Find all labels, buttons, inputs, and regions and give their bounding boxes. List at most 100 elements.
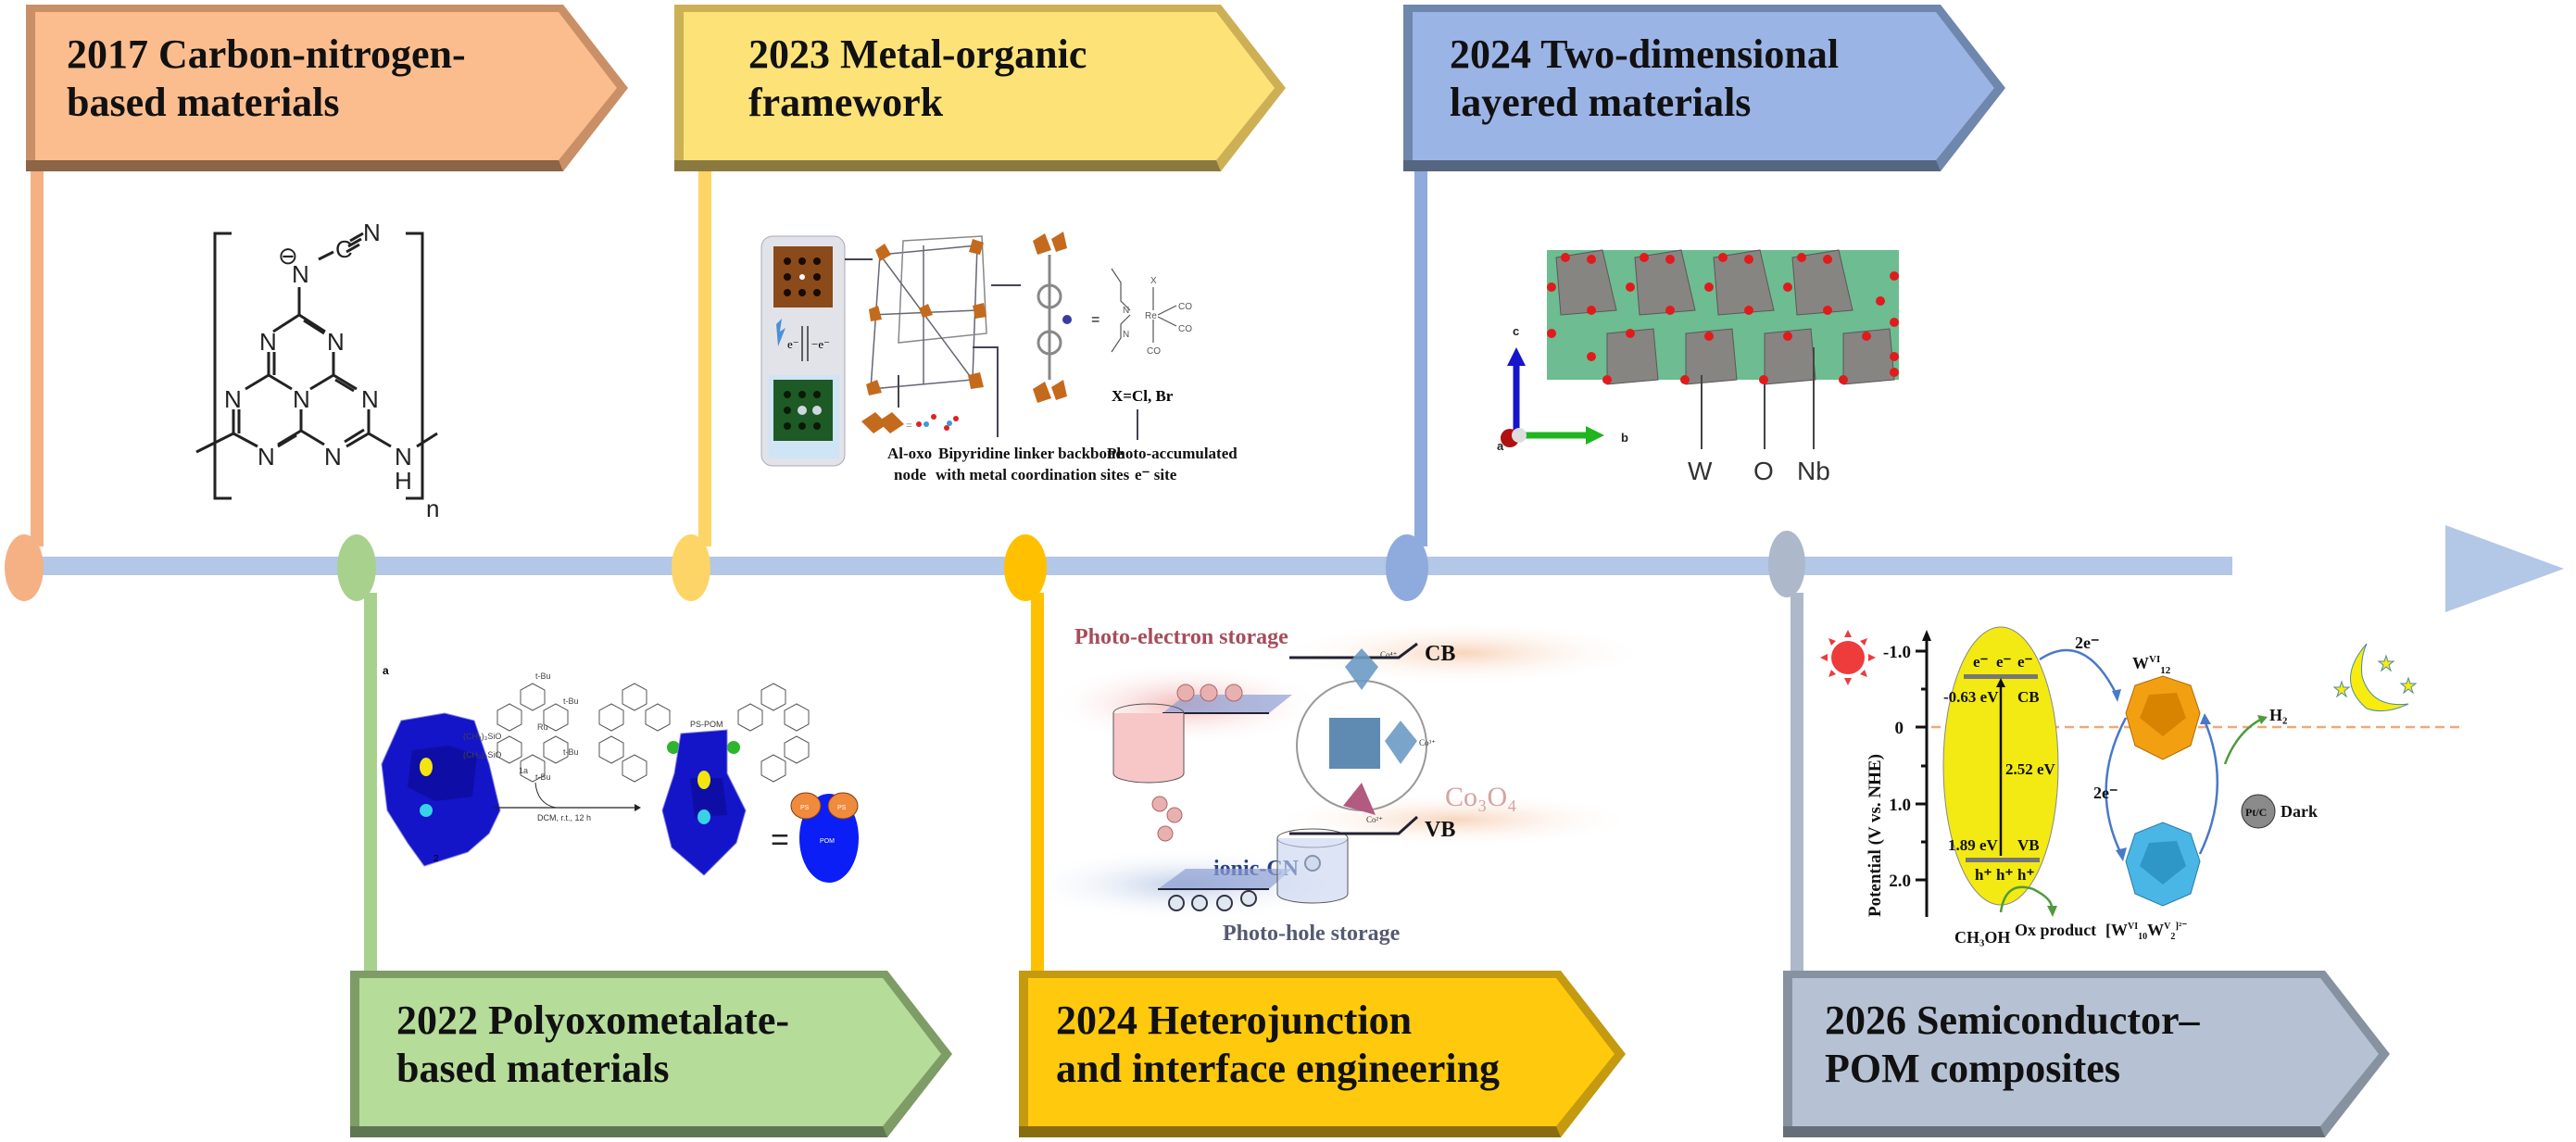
- cb-level: [1964, 674, 2038, 679]
- svg-text:2.0: 2.0: [1889, 872, 1911, 891]
- crystal-axes: [1501, 347, 1604, 447]
- banner-shape: [1019, 971, 1626, 1137]
- svg-text:PS: PS: [837, 805, 847, 811]
- svg-text:e⁻: e⁻: [2017, 653, 2033, 671]
- svg-text:PS: PS: [800, 805, 810, 811]
- svg-text:X: X: [1150, 276, 1157, 286]
- banner-shape: [1403, 5, 2005, 171]
- label-leaders: [1701, 347, 1815, 449]
- svg-text:CB: CB: [2017, 688, 2040, 706]
- svg-text:=: =: [771, 822, 789, 858]
- banner-two-dimensional[interactable]: 2024 Two-dimensional layered materials: [1403, 5, 2005, 171]
- svg-text:N: N: [259, 328, 277, 356]
- svg-text:c: c: [1513, 324, 1519, 338]
- svg-text:Co²⁺: Co²⁺: [1366, 815, 1383, 824]
- heterojunction-figure: Photo-electron storage CB ionic-CN Photo…: [1019, 611, 1677, 963]
- pt-c-catalyst: [2241, 794, 2276, 829]
- svg-text:W: W: [1688, 457, 1713, 485]
- pom-figure: a 2 (CH₃)₃SiO (CH₃)₃SiO 1a t-Bu t-Bu t-B…: [371, 648, 1019, 973]
- svg-text:Pt/C: Pt/C: [2245, 806, 2267, 819]
- milestone-dot-2024-layered[interactable]: [1386, 534, 1428, 601]
- svg-text:Photo-electron storage: Photo-electron storage: [1074, 625, 1288, 649]
- brackets: [195, 232, 438, 500]
- svg-text:H: H: [395, 467, 412, 495]
- svg-text:t-Bu: t-Bu: [535, 772, 551, 782]
- banner-polyoxometalate[interactable]: 2022 Polyoxometalate- based materials: [350, 971, 952, 1137]
- timeline-arrowhead: [2445, 525, 2564, 612]
- stem-carbon-nitrogen: [31, 157, 44, 546]
- carbon-nitrogen-structure: ⊖ N C N N N N N N N N N H n: [139, 204, 509, 546]
- phosphonate-right: [727, 741, 740, 754]
- timeline-axis: [28, 557, 2232, 575]
- banner-heterojunction[interactable]: 2024 Heterojunction and interface engine…: [1019, 971, 1626, 1137]
- svg-text:t-Bu: t-Bu: [563, 696, 579, 706]
- svg-text:X=Cl, Br: X=Cl, Br: [1112, 387, 1174, 405]
- reagent-1a: (CH₃)₃SiO (CH₃)₃SiO 1a t-Bu t-Bu t-Bu t-…: [463, 671, 579, 782]
- svg-text:with metal coordination sites: with metal coordination sites: [936, 466, 1130, 483]
- svg-text:2.52 eV: 2.52 eV: [2005, 760, 2056, 778]
- phosphonate-left: [667, 741, 680, 754]
- svg-text:1.0: 1.0: [1889, 796, 1911, 815]
- milestone-dot-2022[interactable]: [337, 534, 376, 601]
- svg-text:1.89 eV: 1.89 eV: [1948, 836, 1999, 854]
- svg-text:CB: CB: [1425, 642, 1455, 666]
- svg-text:2: 2: [434, 854, 439, 864]
- svg-text:n: n: [426, 495, 439, 522]
- svg-text:1a: 1a: [519, 766, 528, 775]
- milestone-dot-2023[interactable]: [672, 534, 710, 601]
- ru-complex-left: [598, 683, 671, 783]
- svg-text:a: a: [1497, 439, 1504, 453]
- svg-text:H₂: H₂: [2269, 706, 2287, 724]
- svg-text:Re: Re: [1145, 311, 1157, 321]
- milestone-dot-2024-heterojunction[interactable]: [1004, 534, 1047, 601]
- svg-text:(CH₃)₃SiO: (CH₃)₃SiO: [463, 750, 501, 759]
- transfer-arrow-top: [2039, 648, 2118, 696]
- milestone-dot-2017[interactable]: [5, 534, 44, 601]
- ru-complex-right: [737, 683, 810, 783]
- hole-cylinder: [1276, 828, 1349, 904]
- charge-symbol: ⊖: [278, 242, 298, 270]
- svg-text:N: N: [324, 443, 342, 471]
- banner-title: 2024 Two-dimensional layered materials: [1450, 31, 1840, 125]
- milestone-dot-2026[interactable]: [1768, 531, 1805, 597]
- svg-text:N: N: [258, 443, 275, 471]
- svg-text:N: N: [224, 385, 242, 413]
- svg-text:t-Bu: t-Bu: [563, 747, 579, 757]
- linker-backbone: [1037, 255, 1062, 380]
- svg-text:t-Bu: t-Bu: [535, 671, 551, 681]
- re-complex: [1111, 268, 1177, 353]
- svg-text:e⁻: e⁻: [1996, 653, 2012, 671]
- layered-materials-figure: W O Nb c b a: [1482, 213, 1945, 500]
- svg-text:Photo-accumulated: Photo-accumulated: [1107, 445, 1238, 462]
- w12-cluster: [2125, 675, 2201, 760]
- svg-text:N: N: [395, 443, 412, 471]
- svg-text:Al-oxo: Al-oxo: [887, 445, 932, 462]
- svg-text:Co⁴⁺: Co⁴⁺: [1380, 650, 1398, 659]
- banner-metal-organic[interactable]: 2023 Metal-organic framework: [674, 5, 1286, 171]
- svg-text:CO: CO: [1178, 302, 1192, 312]
- svg-text:Ox product: Ox product: [2015, 921, 2096, 939]
- banner-title: 2026 Semiconductor– POM composites: [1825, 998, 2200, 1091]
- svg-text:CO: CO: [1147, 346, 1161, 357]
- banner-shape: [26, 5, 628, 171]
- banner-carbon-nitrogen[interactable]: 2017 Carbon-nitrogen- based materials: [26, 5, 628, 171]
- svg-text:e⁻ site: e⁻ site: [1135, 466, 1177, 483]
- ps-pom-schematic: PS PS POM: [790, 792, 859, 883]
- oxidation-arrow: [1999, 885, 2054, 913]
- banner-title: 2017 Carbon-nitrogen- based materials: [67, 31, 466, 125]
- banner-shape: [674, 5, 1286, 171]
- linker-clusters: [1033, 232, 1067, 403]
- svg-text:Potential (V vs. NHE): Potential (V vs. NHE): [1866, 754, 1885, 917]
- svg-text:h⁺: h⁺: [1996, 866, 2013, 884]
- svg-text:node: node: [894, 466, 926, 483]
- svg-text:N: N: [361, 385, 379, 413]
- svg-text:O: O: [1753, 457, 1774, 485]
- electron-cylinder: [1112, 703, 1185, 784]
- svg-text:VB: VB: [2017, 836, 2040, 854]
- al-oxo-zoom: =: [861, 412, 959, 433]
- banner-shape: [1783, 971, 2390, 1137]
- svg-text:-0.63 eV: -0.63 eV: [1943, 688, 1999, 706]
- banner-semiconductor-pom[interactable]: 2026 Semiconductor– POM composites: [1783, 971, 2390, 1137]
- svg-text:Nb: Nb: [1797, 457, 1830, 485]
- mof-figure: e⁻ −e⁻: [741, 213, 1389, 500]
